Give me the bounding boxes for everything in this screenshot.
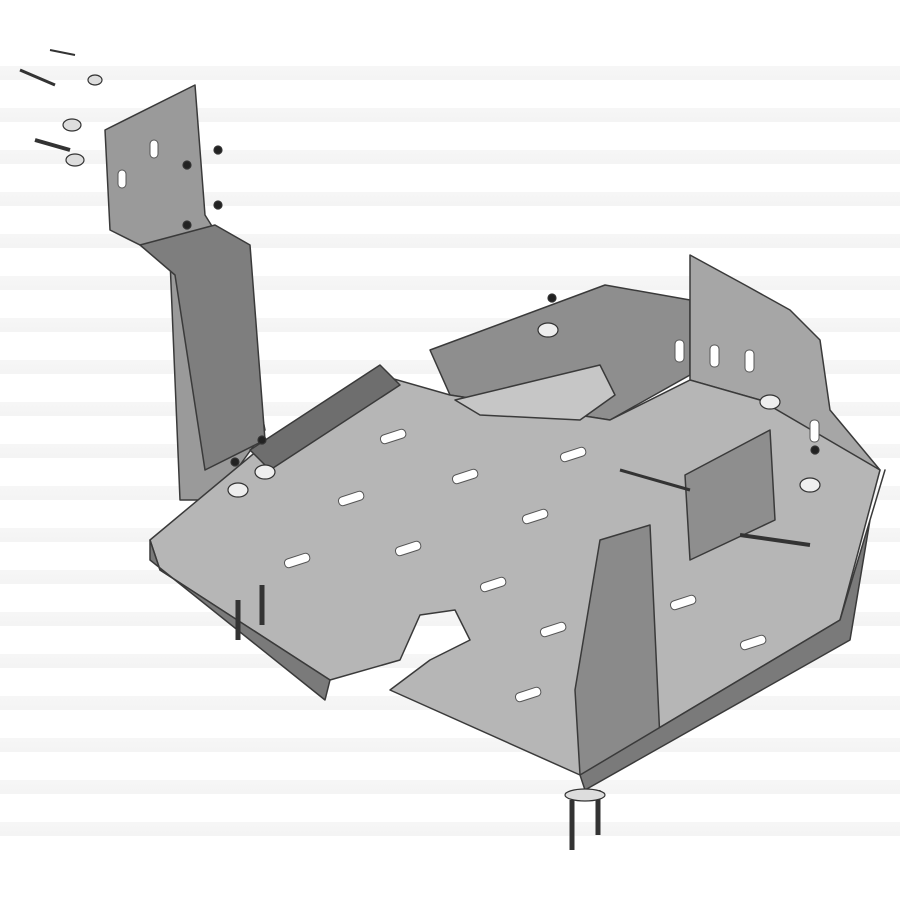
cross-bracket xyxy=(684,429,776,561)
fasteners xyxy=(19,49,821,850)
plate-slots xyxy=(117,139,820,703)
raised-panel xyxy=(454,364,616,421)
left-lip xyxy=(149,539,331,701)
bracket-face xyxy=(139,224,266,471)
left-side-wall xyxy=(249,364,401,471)
